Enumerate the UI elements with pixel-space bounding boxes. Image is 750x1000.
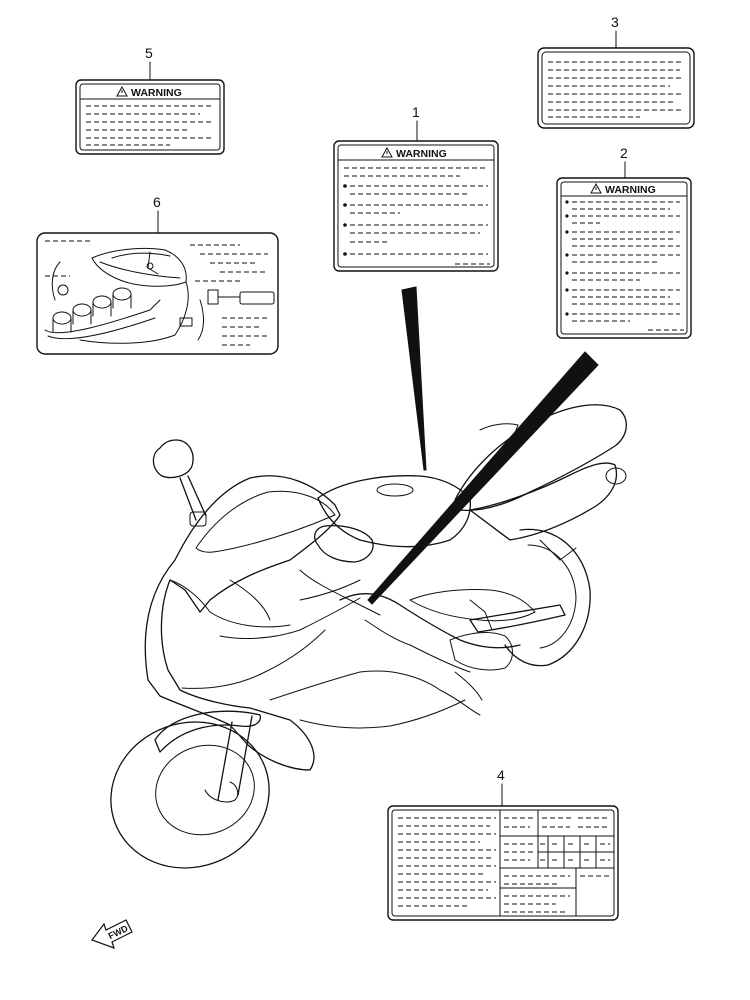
pointer-wedge-2 <box>367 351 599 605</box>
handlebar <box>299 569 381 616</box>
fairing-line <box>299 579 361 601</box>
pointer-wedge-1 <box>401 286 427 471</box>
label-6-outline <box>36 232 279 355</box>
engine-case <box>449 632 513 671</box>
front-wheel-tire <box>110 721 270 869</box>
label-3-inner <box>541 51 691 125</box>
tail-light <box>605 467 627 485</box>
motorcycle-illustration <box>110 404 627 869</box>
lower-fairing <box>299 699 466 729</box>
warning-triangle-icon <box>590 182 602 194</box>
handlebar-grip <box>314 524 374 563</box>
label-2-inner <box>560 181 688 335</box>
front-brake <box>204 781 239 803</box>
bullet <box>565 230 569 234</box>
seat-cowl <box>479 423 519 441</box>
callout-1: 1 <box>412 104 420 120</box>
label-5[interactable]: 5 WARNING <box>75 45 225 155</box>
fairing-line <box>229 579 271 621</box>
label-1-heading: WARNING <box>396 148 447 160</box>
throttle-body-illustration <box>44 287 161 340</box>
fairing-line <box>181 629 326 689</box>
callout-4: 4 <box>497 767 505 783</box>
hose-line <box>197 299 204 341</box>
front-fairing <box>144 475 341 771</box>
lower-fairing <box>269 670 481 716</box>
bullet <box>343 252 347 256</box>
footpeg <box>454 671 483 701</box>
engine-cover <box>409 589 536 622</box>
label-5-inner <box>79 83 221 151</box>
bullet <box>565 214 569 218</box>
front-fender <box>154 710 261 753</box>
frame-line <box>364 619 471 673</box>
label-1[interactable]: 1 WARNING <box>333 104 499 272</box>
bullet <box>343 203 347 207</box>
bullet <box>565 271 569 275</box>
label-2-heading: WARNING <box>605 184 656 196</box>
bullet <box>343 184 347 188</box>
warning-triangle-icon <box>381 146 393 158</box>
frame-line <box>339 593 521 649</box>
label-5-heading: WARNING <box>131 87 182 99</box>
fuel-tank <box>317 475 471 548</box>
muffler-bracket <box>539 539 577 561</box>
rear-wheel-tire <box>504 528 591 667</box>
windscreen <box>195 490 336 553</box>
hose-line <box>51 261 61 301</box>
swingarm <box>469 604 566 633</box>
fairing-line <box>219 597 361 639</box>
callout-5: 5 <box>145 45 153 61</box>
bullet <box>565 288 569 292</box>
label-2[interactable]: 2 WARNING <box>556 145 692 339</box>
label-6[interactable]: 6 <box>36 194 279 355</box>
hose-line <box>79 281 189 344</box>
label-2-outline <box>556 177 692 339</box>
front-wheel-rim <box>155 744 255 836</box>
mirror <box>152 439 194 479</box>
forward-arrow-icon <box>91 919 133 949</box>
rear-brake <box>469 599 493 631</box>
label-1-inner <box>337 144 495 268</box>
callout-2: 2 <box>620 145 628 161</box>
front-fork <box>217 715 253 801</box>
bullet <box>565 200 569 204</box>
label-4-spec-table <box>499 809 615 917</box>
pointer-wedges <box>367 286 599 605</box>
warning-triangle-icon <box>116 85 128 97</box>
rear-wheel-rim <box>527 544 577 649</box>
callout-6: 6 <box>153 194 161 210</box>
mirror-stem <box>179 475 207 521</box>
tail-section <box>469 462 618 541</box>
label-3-outline <box>537 47 695 129</box>
mirror-mount <box>189 511 207 527</box>
forward-arrow: FWD <box>91 919 133 949</box>
label-1-outline <box>333 140 499 272</box>
bullet <box>565 312 569 316</box>
callout-3: 3 <box>611 14 619 30</box>
fuel-cap <box>376 483 414 497</box>
label-4[interactable]: 4 <box>387 767 619 921</box>
label-4-outline <box>387 805 619 921</box>
fairing-line <box>169 579 291 628</box>
label-4-inner <box>391 809 615 917</box>
bullet <box>343 223 347 227</box>
label-3[interactable]: 3 <box>537 14 695 129</box>
label-4-left-column <box>398 817 496 907</box>
connector-illustration <box>57 284 275 327</box>
bullet <box>565 253 569 257</box>
